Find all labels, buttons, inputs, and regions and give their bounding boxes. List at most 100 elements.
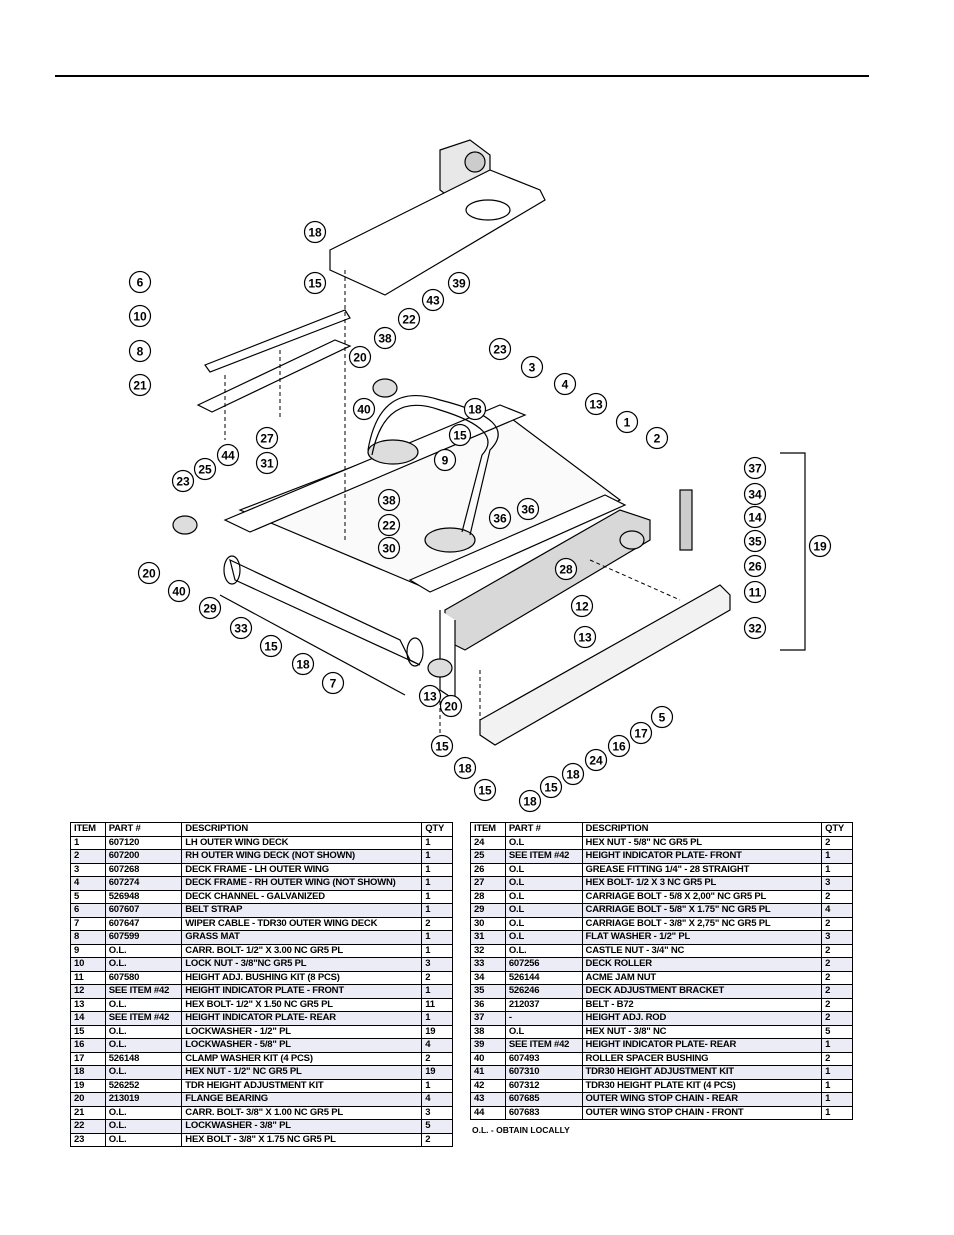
callout-item-44: 44 [216, 443, 240, 467]
cell-description: CARR. BOLT- 3/8" X 1.00 NC GR5 PL [181, 1105, 423, 1120]
callout-item-40: 40 [167, 579, 191, 603]
callout-item-30: 30 [377, 536, 401, 560]
callout-label: 5 [659, 711, 666, 725]
cell-part-number: 607599 [104, 930, 183, 945]
header-qty: QTY [421, 822, 453, 837]
callout-label: 18 [523, 795, 537, 809]
callout-label: 18 [468, 403, 482, 417]
cell-item: 9 [70, 943, 106, 958]
callout-label: 44 [221, 449, 235, 463]
callout-label: 35 [748, 535, 762, 549]
callout-item-26: 26 [743, 554, 767, 578]
callout-item-15: 15 [539, 775, 563, 799]
cell-item: 28 [470, 889, 506, 904]
callout-label: 15 [264, 640, 278, 654]
cell-item: 33 [470, 957, 506, 972]
cell-description: DECK CHANNEL - GALVANIZED [181, 889, 423, 904]
cell-item: 36 [470, 997, 506, 1012]
cell-qty: 19 [421, 1065, 453, 1080]
callout-item-12: 12 [570, 594, 594, 618]
callout-item-23: 23 [171, 469, 195, 493]
cell-qty: 2 [821, 889, 853, 904]
cell-description: HEIGHT ADJ. BUSHING KIT (8 PCS) [181, 970, 423, 985]
callout-label: 8 [137, 345, 144, 359]
callout-label: 13 [578, 631, 592, 645]
cell-description: HEX BOLT- 1/2 X 3 NC GR5 PL [581, 876, 823, 891]
cell-item: 5 [70, 889, 106, 904]
cell-qty: 1 [421, 930, 453, 945]
cell-item: 13 [70, 997, 106, 1012]
callout-item-36: 36 [516, 497, 540, 521]
callout-item-33: 33 [229, 616, 253, 640]
callout-item-37: 37 [743, 456, 767, 480]
cell-item: 17 [70, 1051, 106, 1066]
cell-item: 20 [70, 1092, 106, 1107]
callout-item-4: 4 [553, 372, 577, 396]
callout-item-25: 25 [193, 457, 217, 481]
cell-qty: 1 [821, 849, 853, 864]
cell-item: 3 [70, 862, 106, 877]
cell-part-number: - [504, 1011, 583, 1026]
cell-qty: 1 [421, 862, 453, 877]
cell-description: HEIGHT INDICATOR PLATE- REAR [581, 1038, 823, 1053]
cell-part-number: O.L. [104, 1119, 183, 1134]
cell-item: 32 [470, 943, 506, 958]
cell-part-number: SEE ITEM #42 [104, 984, 183, 999]
callout-item-20: 20 [439, 694, 463, 718]
cell-description: LOCK NUT - 3/8"NC GR5 PL [181, 957, 423, 972]
deck-channel [479, 584, 731, 746]
diagram-drawing [172, 139, 806, 746]
cell-item: 10 [70, 957, 106, 972]
cell-qty: 1 [421, 835, 453, 850]
callout-item-6: 6 [128, 270, 152, 294]
cell-qty: 11 [421, 997, 453, 1012]
cell-description: HEIGHT INDICATOR PLATE- REAR [181, 1011, 423, 1026]
cell-item: 35 [470, 984, 506, 999]
callout-label: 7 [330, 677, 337, 691]
cell-part-number: O.L. [104, 1105, 183, 1120]
cell-description: LOCKWASHER - 3/8" PL [181, 1119, 423, 1134]
callout-label: 40 [172, 585, 186, 599]
callout-item-11: 11 [743, 580, 767, 604]
cell-qty: 1 [821, 1092, 853, 1107]
cell-qty: 2 [421, 916, 453, 931]
cell-item: 37 [470, 1011, 506, 1026]
callout-label: 31 [260, 457, 274, 471]
cell-item: 26 [470, 862, 506, 877]
callout-item-15: 15 [430, 734, 454, 758]
cell-item: 24 [470, 835, 506, 850]
cell-qty: 2 [821, 984, 853, 999]
header-rule [55, 75, 869, 77]
cell-part-number: 213019 [104, 1092, 183, 1107]
cell-description: HEX BOLT- 1/2" X 1.50 NC GR5 PL [181, 997, 423, 1012]
cell-part-number: 607310 [504, 1065, 583, 1080]
cell-description: BELT - B72 [581, 997, 823, 1012]
cell-description: CLAMP WASHER KIT (4 PCS) [181, 1051, 423, 1066]
cell-part-number: O.L. [104, 1065, 183, 1080]
callout-label: 22 [382, 519, 396, 533]
callout-item-2: 2 [645, 426, 669, 450]
header-description: DESCRIPTION [181, 822, 423, 837]
cell-qty: 1 [421, 943, 453, 958]
cell-part-number: 607683 [504, 1105, 583, 1120]
callout-label: 23 [176, 475, 190, 489]
callout-item-28: 28 [554, 557, 578, 581]
cell-part-number: 526148 [104, 1051, 183, 1066]
cell-item: 44 [470, 1105, 506, 1120]
callout-item-39: 39 [447, 271, 471, 295]
cell-qty: 2 [421, 1051, 453, 1066]
cell-description: CARRIAGE BOLT - 5/8" X 1.75" NC GR5 PL [581, 903, 823, 918]
